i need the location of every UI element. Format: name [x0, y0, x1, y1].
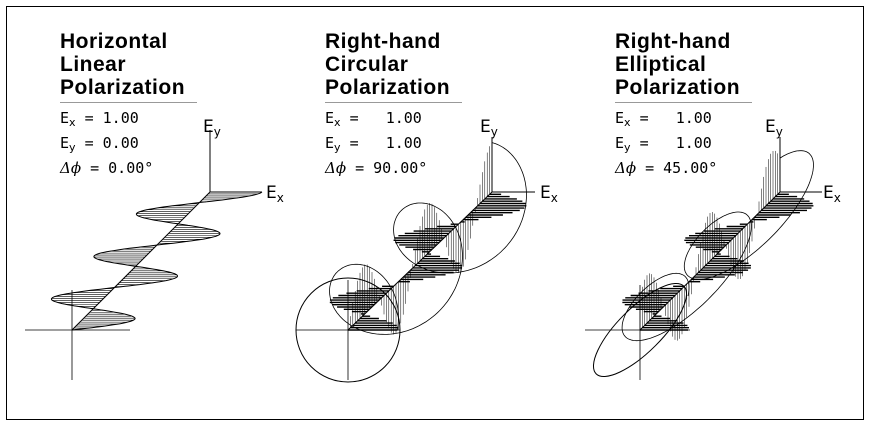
dphi-symbol: Δϕ [325, 159, 347, 177]
ex-symbol: E [615, 109, 625, 127]
axis-ex-label: Ex [540, 183, 558, 205]
polarization-circle [295, 277, 401, 383]
title-line: Polarization [60, 76, 186, 99]
ey-symbol: E [615, 134, 625, 152]
ex-subscript: x [69, 116, 76, 129]
ex-row: Ex = 1.00 [60, 109, 139, 129]
dphi-value: 0.00° [108, 159, 154, 177]
dphi-row: Δϕ = 45.00° [615, 159, 718, 177]
parameter-block: Ex = 1.00 Ey = 1.00 Δϕ = 45.00° [615, 108, 717, 178]
ex-value: 1.00 [657, 109, 712, 127]
ex-symbol: E [325, 109, 335, 127]
dphi-symbol: Δϕ [615, 159, 637, 177]
ex-value: 1.00 [367, 109, 422, 127]
panel-title: Horizontal Linear Polarization [60, 30, 185, 99]
linear-wave-drawing [25, 130, 263, 380]
axis-ey-label: Ey [480, 117, 498, 139]
ex-row: Ex = 1.00 [325, 109, 422, 129]
title-divider [325, 102, 462, 103]
dphi-row: Δϕ = 90.00° [325, 159, 428, 177]
parameter-block: Ex = 1.00 Ey = 1.00 Δϕ = 90.00° [325, 108, 427, 178]
ey-value: 1.00 [657, 134, 712, 152]
ey-value: 1.00 [367, 134, 422, 152]
axis-ey-label: Ey [765, 117, 783, 139]
dphi-value: 45.00° [663, 159, 718, 177]
title-line: Elliptical [615, 53, 707, 76]
axis-ex-label: Ex [823, 183, 841, 205]
ey-subscript: y [69, 141, 76, 154]
wave-envelope [50, 191, 263, 331]
panel-linear: Horizontal Linear Polarization Ex = 1.00… [60, 0, 350, 427]
parameter-block: Ex = 1.00 Ey = 0.00 Δϕ = 0.00° [60, 108, 153, 178]
ey-row: Ey = 1.00 [615, 134, 712, 154]
ey-subscript: y [334, 141, 341, 154]
title-divider [615, 102, 752, 103]
ey-row: Ey = 0.00 [60, 134, 139, 154]
axis-ey-label: Ey [203, 117, 221, 139]
ex-subscript: x [334, 116, 341, 129]
figure-frame [6, 6, 864, 420]
panel-circular: Right-hand Circular Polarization Ex = 1.… [325, 0, 615, 427]
panel-title: Right-hand Elliptical Polarization [615, 30, 740, 99]
panel-title: Right-hand Circular Polarization [325, 30, 450, 99]
title-line: Horizontal [60, 30, 168, 53]
ey-symbol: E [60, 134, 70, 152]
circular-wave-drawing [295, 137, 535, 383]
title-line: Linear [60, 53, 127, 76]
title-line: Circular [325, 53, 409, 76]
ey-symbol: E [325, 134, 335, 152]
title-line: Right-hand [615, 30, 731, 53]
dphi-row: Δϕ = 0.00° [60, 159, 154, 177]
axis-ex-label: Ex [266, 183, 284, 205]
ex-symbol: E [60, 109, 70, 127]
ey-subscript: y [624, 141, 631, 154]
title-line: Polarization [325, 76, 451, 99]
panel-elliptical: Right-hand Elliptical Polarization Ex = … [615, 0, 870, 427]
title-line: Polarization [615, 76, 741, 99]
ey-row: Ey = 1.00 [325, 134, 422, 154]
dphi-value: 90.00° [373, 159, 428, 177]
title-line: Right-hand [325, 30, 441, 53]
ex-row: Ex = 1.00 [615, 109, 712, 129]
elliptical-wave-drawing [585, 137, 822, 380]
ex-subscript: x [624, 116, 631, 129]
dphi-symbol: Δϕ [60, 159, 82, 177]
ey-value: 0.00 [102, 134, 139, 152]
title-divider [60, 102, 197, 103]
ex-value: 1.00 [102, 109, 139, 127]
